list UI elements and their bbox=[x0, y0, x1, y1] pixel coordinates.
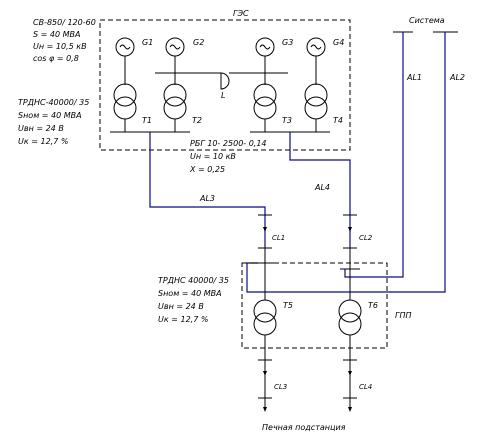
gen-param-1: СВ-850/ 120-60 bbox=[33, 18, 96, 27]
trans-bottom-param-4: Uк = 12,7 % bbox=[158, 315, 208, 324]
transformer-t1 bbox=[113, 83, 137, 132]
reactor-param-2: Uн = 10 кВ bbox=[190, 152, 236, 161]
trans-top-param-3: Uвн = 24 В bbox=[18, 124, 64, 133]
reactor-param-1: РБГ 10- 2500- 0,14 bbox=[190, 139, 267, 148]
bottom-caption: Печная подстанция bbox=[262, 423, 346, 432]
reactor-param-3: X = 0,25 bbox=[189, 165, 225, 174]
line-label-al4: AL4 bbox=[314, 183, 330, 192]
trans-bottom-param-2: Sном = 40 МВА bbox=[158, 289, 222, 298]
switch-label-cl2: CL2 bbox=[359, 234, 373, 242]
reactor-label: L bbox=[221, 91, 225, 100]
line-al1 bbox=[344, 32, 404, 278]
transformer-t4 bbox=[304, 83, 328, 132]
gen-param-4: cos φ = 0,8 bbox=[33, 54, 79, 63]
generator-g1 bbox=[115, 37, 135, 85]
gpp-boundary bbox=[241, 262, 388, 349]
transformer-t2 bbox=[163, 83, 187, 132]
gen-label-g3: G3 bbox=[282, 38, 293, 47]
generator-g3 bbox=[255, 37, 275, 85]
trans-top-param-4: Uк = 12,7 % bbox=[18, 137, 68, 146]
gpp-label: ГПП bbox=[395, 311, 412, 320]
trans-label-t1: T1 bbox=[142, 116, 152, 125]
ges-boundary bbox=[99, 19, 351, 151]
trans-bottom-param-1: ТРДНС 40000/ 35 bbox=[158, 276, 229, 285]
transformer-t3 bbox=[253, 83, 277, 132]
generator-g4 bbox=[306, 37, 326, 85]
trans-label-t6: T6 bbox=[368, 301, 378, 310]
switch-label-cl1: CL1 bbox=[272, 234, 285, 242]
switch-label-cl4: CL4 bbox=[359, 383, 372, 391]
system-label: Система bbox=[409, 16, 445, 25]
line-al4 bbox=[289, 132, 351, 248]
line-label-al3: AL3 bbox=[199, 194, 215, 203]
transformer-t6 bbox=[338, 299, 362, 375]
line-al2 bbox=[246, 32, 446, 293]
trans-label-t5: T5 bbox=[283, 301, 293, 310]
generator-g2 bbox=[165, 37, 185, 85]
ges-title: ГЭС bbox=[233, 9, 249, 18]
transformer-t5 bbox=[253, 299, 277, 375]
generator-bus bbox=[155, 72, 288, 90]
trans-top-param-2: Sном = 40 МВА bbox=[18, 111, 82, 120]
line-al3 bbox=[149, 132, 266, 248]
trans-label-t3: T3 bbox=[282, 116, 292, 125]
gen-param-2: S = 40 МВА bbox=[33, 30, 80, 39]
switch-label-cl3: CL3 bbox=[274, 383, 287, 391]
gen-label-g2: G2 bbox=[193, 38, 204, 47]
trans-bottom-param-3: Uвн = 24 В bbox=[158, 302, 204, 311]
line-label-al1: AL1 bbox=[406, 73, 422, 82]
gen-param-3: Uн = 10,5 кВ bbox=[33, 42, 87, 51]
gen-label-g4: G4 bbox=[333, 38, 344, 47]
trans-label-t4: T4 bbox=[333, 116, 343, 125]
trans-label-t2: T2 bbox=[192, 116, 202, 125]
trans-top-param-1: ТРДНС-40000/ 35 bbox=[18, 98, 89, 107]
gen-label-g1: G1 bbox=[142, 38, 153, 47]
line-label-al2: AL2 bbox=[449, 73, 465, 82]
